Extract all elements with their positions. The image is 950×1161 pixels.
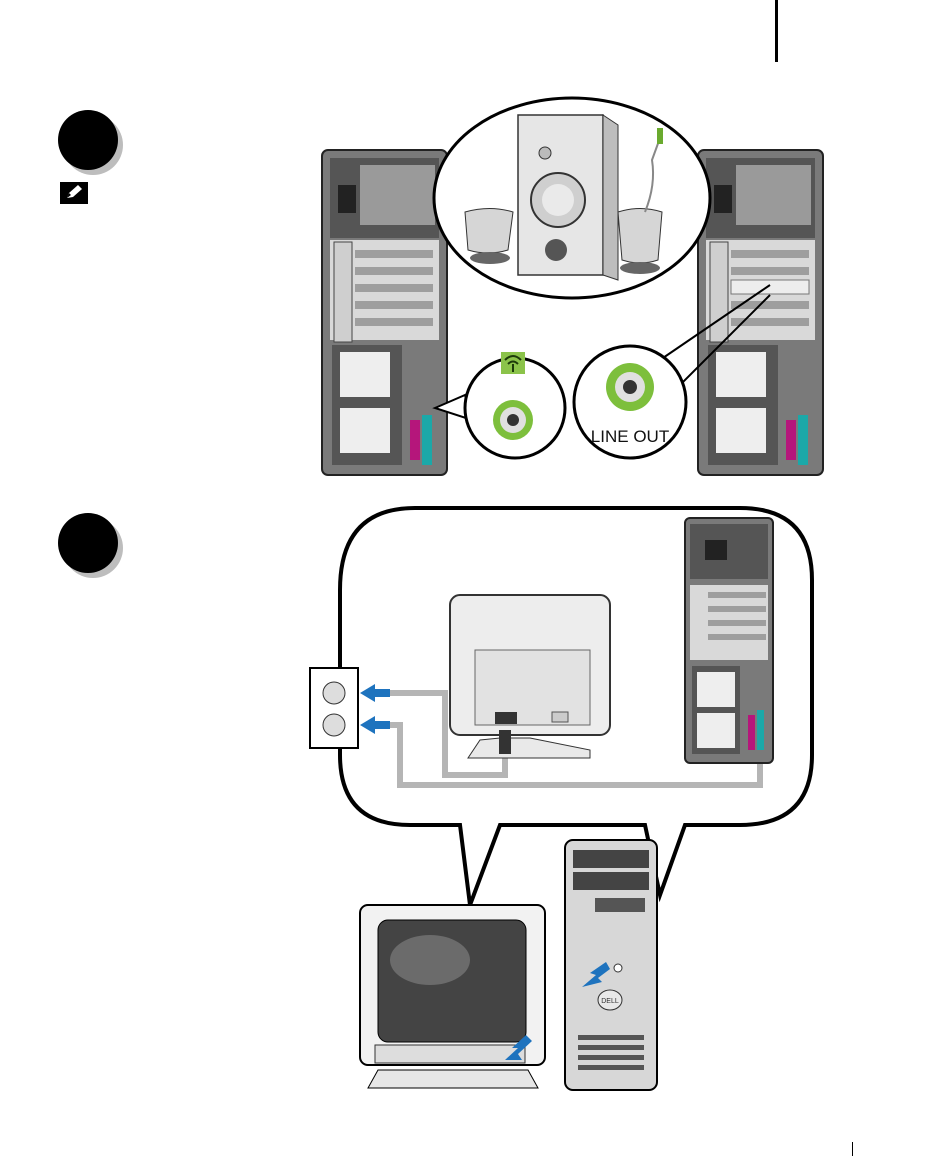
speakers-connection-illustration: LINE OUT [300,90,840,480]
audio-port-zoom-left [435,352,565,458]
note-pencil-icon [60,182,88,204]
monitor-rear [450,595,610,758]
step-badge-2 [58,513,118,573]
page-footer-rule [852,1142,853,1156]
computer-front: DELL [565,840,657,1090]
wall-outlet [310,668,358,748]
page-top-rule [775,0,778,62]
brand-label: DELL [601,998,619,1005]
power-connection-illustration: DELL [300,500,820,1100]
computer-rear [685,518,773,763]
line-out-label: LINE OUT [591,427,669,446]
computer-rear-right [698,150,823,475]
speakers-bubble [434,98,710,298]
computer-rear-left [322,150,447,475]
step-badge-1 [58,110,118,170]
monitor-front [360,905,545,1088]
